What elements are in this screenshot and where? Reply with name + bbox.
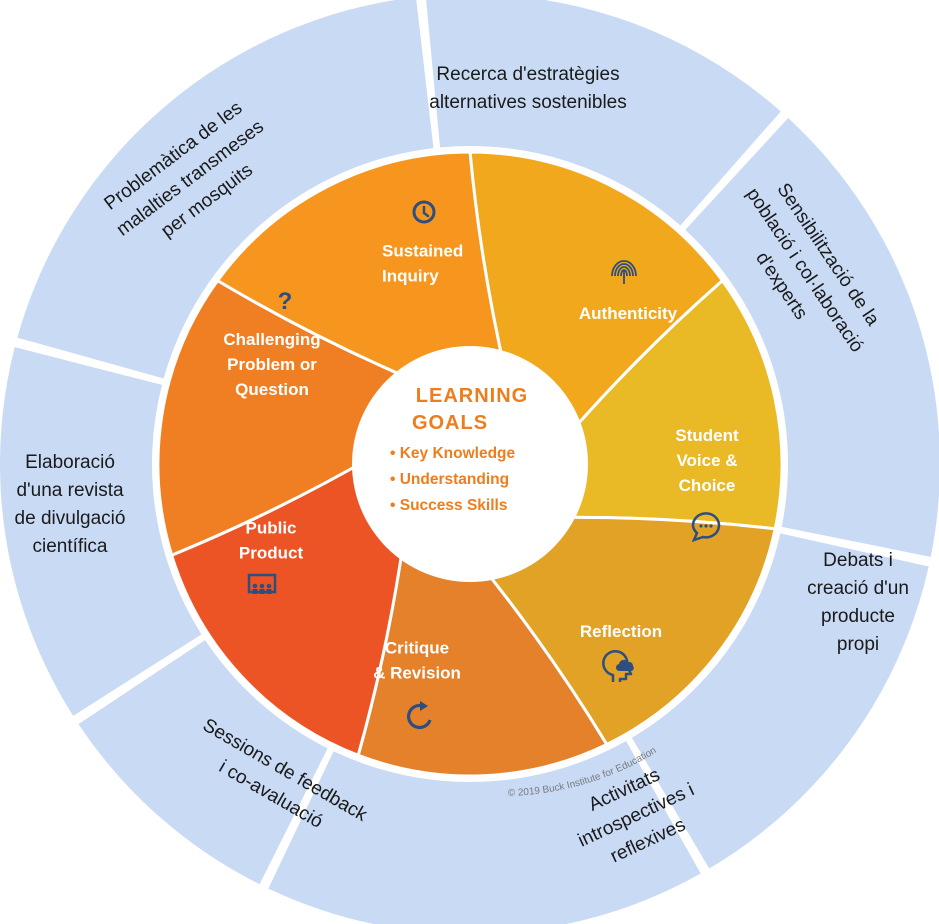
element-critique-revision-label: Critique & Revision xyxy=(373,639,461,683)
element-public-product-label-line-1: Public xyxy=(245,519,296,538)
outer-segment-elaboracio xyxy=(0,347,202,716)
outer-segment-activitats xyxy=(268,741,701,924)
outer-segment-recerca-label: Recerca d'estratègies alternatives sosten… xyxy=(429,64,627,113)
outer-segment-debats-label-line-3: producte xyxy=(821,606,895,627)
element-critique-revision-label-line-2: & Revision xyxy=(373,664,461,683)
element-public-product-label-line-2: Product xyxy=(239,544,304,563)
element-sustained-inquiry-label-line-2: Inquiry xyxy=(382,267,439,286)
outer-segment-recerca xyxy=(426,0,781,226)
outer-segment-elaboracio-label: Elaboració d'una revista de divulgació cien… xyxy=(15,452,126,557)
presentation-icon xyxy=(247,573,277,594)
element-student-voice-label-line-2: Voice & xyxy=(676,451,737,470)
element-reflection-label: Reflection xyxy=(580,622,662,641)
outer-segment-problematica xyxy=(17,0,434,379)
center-title-line-2: GOALS xyxy=(412,412,488,434)
outer-segment-recerca-label-line-2: alternatives sostenibles xyxy=(429,92,627,113)
outer-segment-debats-label-line-4: propi xyxy=(837,634,879,655)
refresh-icon xyxy=(407,701,432,730)
center-circle xyxy=(352,346,588,582)
element-authenticity-label-line-1: Authenticity xyxy=(579,304,678,323)
outer-segment-elaboracio-label-line-3: de divulgació xyxy=(15,508,126,529)
outer-segment-debats-label-line-2: creació d'un xyxy=(807,578,909,599)
outer-segment-sessions xyxy=(78,639,328,885)
element-authenticity-label: Authenticity xyxy=(579,304,678,323)
outer-segment-debats xyxy=(631,533,929,869)
svg-text:?: ? xyxy=(278,288,293,315)
element-sustained-inquiry-label-line-1: Sustained xyxy=(382,242,463,261)
element-challenging-problem-label-line-1: Challenging xyxy=(223,330,320,349)
head-cloud-icon xyxy=(602,650,634,682)
question-mark-icon: ? xyxy=(278,288,293,315)
fingerprint-icon xyxy=(611,260,637,284)
outer-segment-elaboracio-label-line-2: d'una revista xyxy=(16,480,124,501)
center-item-key-knowledge: • Key Knowledge xyxy=(390,445,516,462)
element-critique-revision-label-line-1: Critique xyxy=(385,639,449,658)
center-learning-goals: LEARNING GOALS • Key Knowledge • Underst… xyxy=(390,385,528,514)
outer-segment-sensibilitzacio xyxy=(685,118,939,557)
center-item-understanding: • Understanding xyxy=(390,471,509,488)
outer-segment-debats-label: Debats i creació d'un producte propi xyxy=(807,550,909,655)
element-student-voice-label-line-1: Student xyxy=(675,426,739,445)
element-reflection-label-line-1: Reflection xyxy=(580,622,662,641)
center-title-line-1: LEARNING xyxy=(416,385,528,407)
element-challenging-problem-label-line-3: Question xyxy=(235,380,309,399)
element-icons: ? xyxy=(247,200,721,730)
outer-segment-elaboracio-label-line-1: Elaboració xyxy=(25,452,115,473)
clock-icon xyxy=(412,200,436,224)
element-challenging-problem-label-line-2: Problem or xyxy=(227,355,317,374)
element-student-voice-label-line-3: Choice xyxy=(679,476,736,495)
outer-segment-recerca-label-line-1: Recerca d'estratègies xyxy=(436,64,619,85)
outer-segment-elaboracio-label-line-4: científica xyxy=(33,536,108,557)
center-item-success-skills: • Success Skills xyxy=(390,497,507,514)
speech-bubble-icon xyxy=(691,512,721,543)
outer-segment-debats-label-line-1: Debats i xyxy=(823,550,893,571)
